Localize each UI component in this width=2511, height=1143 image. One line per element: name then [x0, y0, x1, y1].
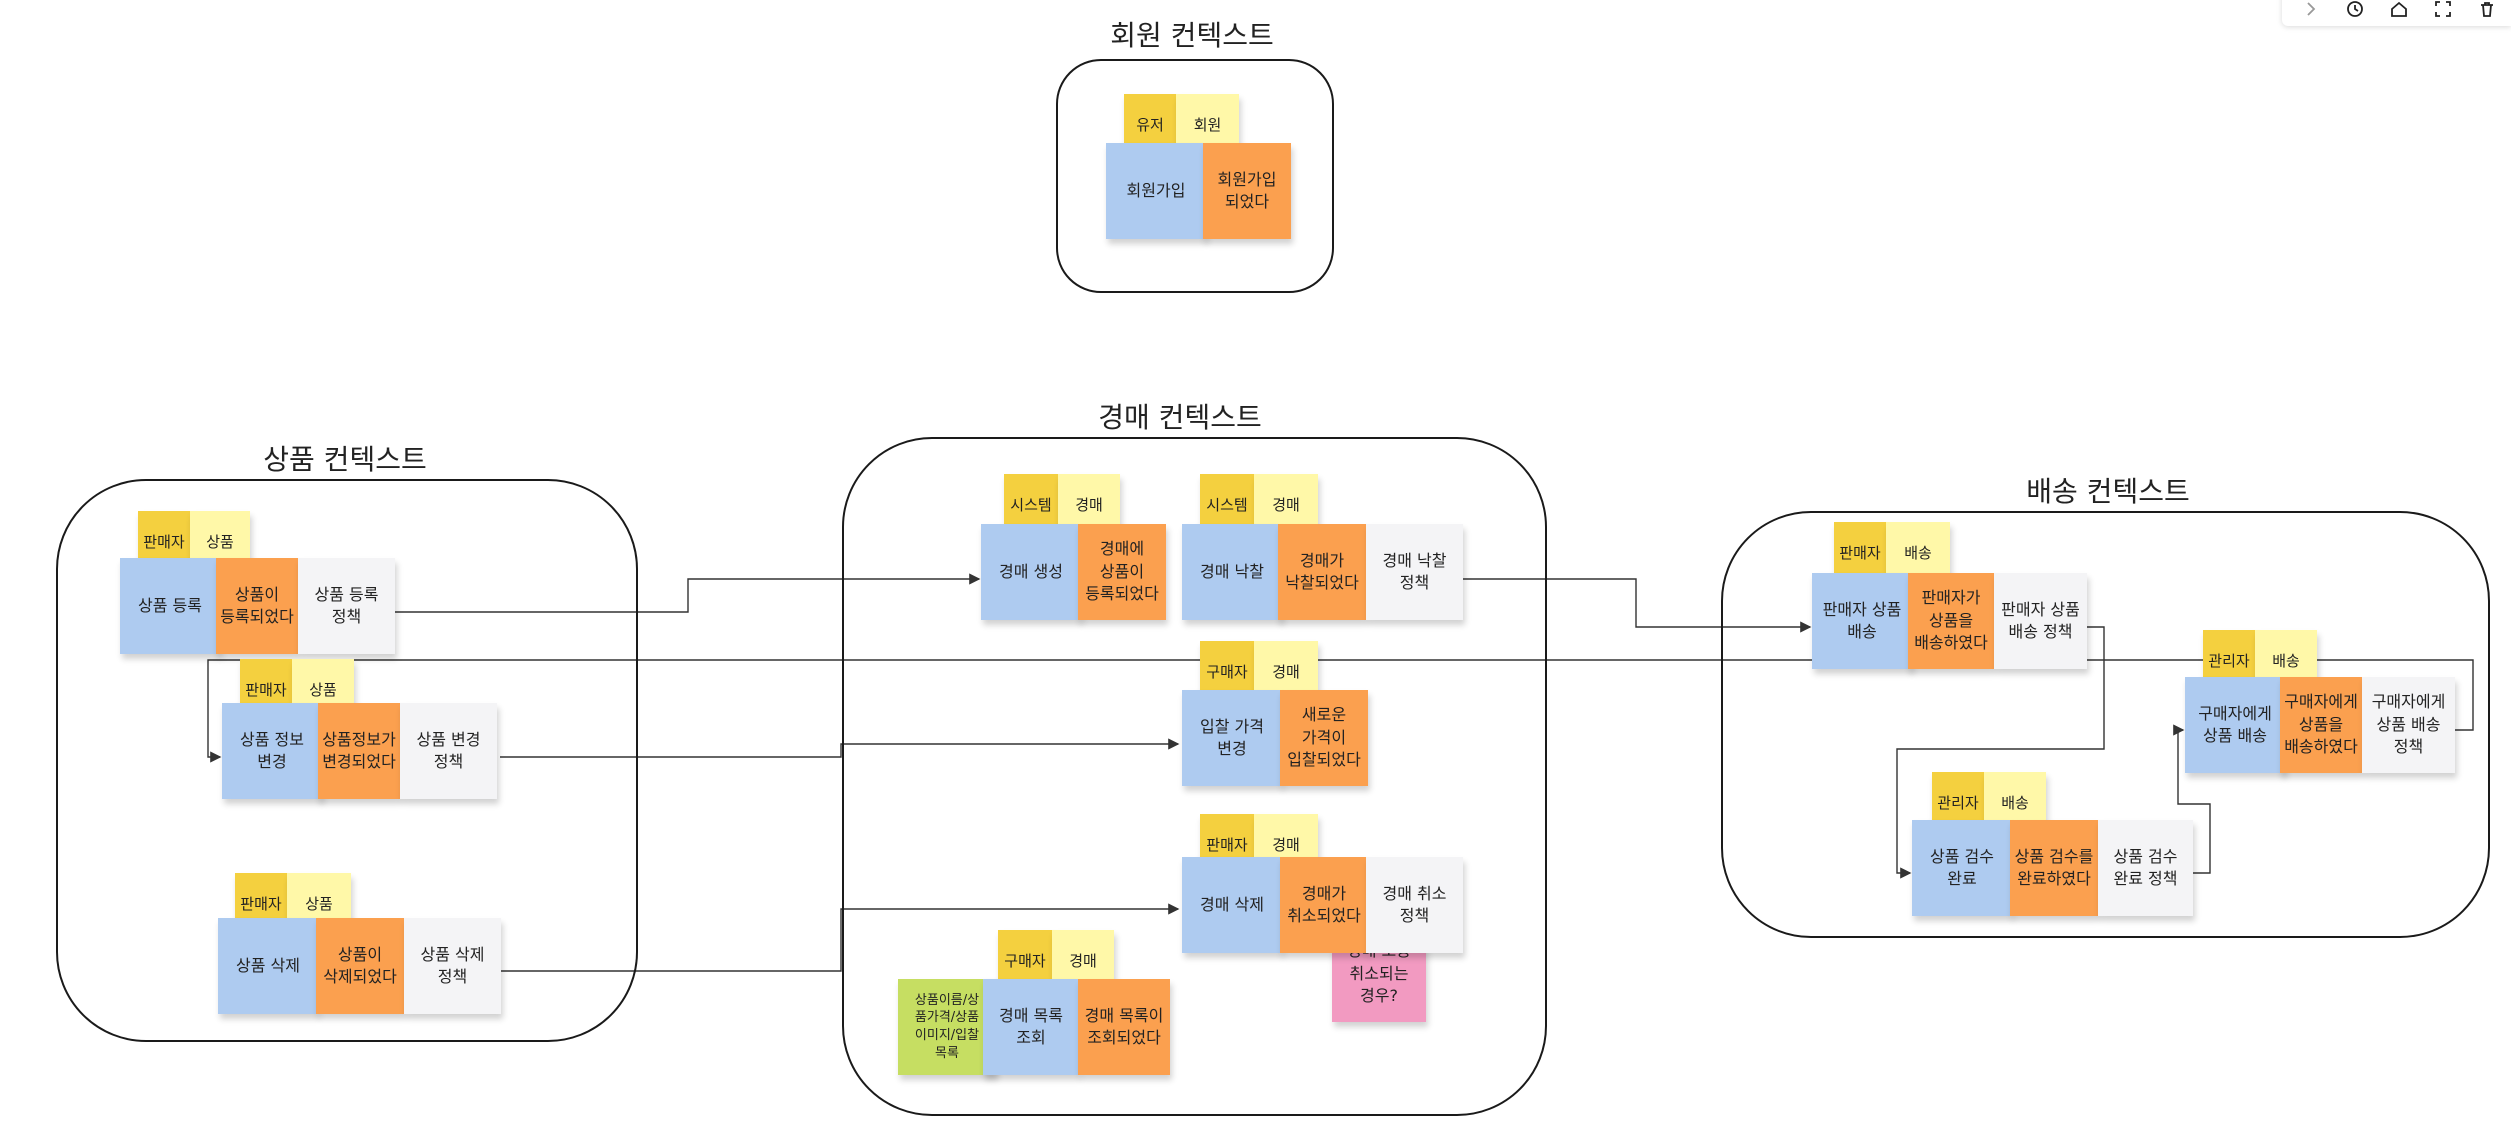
connector-win-to-sellership	[1463, 578, 1812, 633]
auction-cancel-command-note[interactable]: 경매 삭제	[1182, 857, 1282, 953]
delivery-inspect-policy-note[interactable]: 상품 검수 완료 정책	[2098, 820, 2193, 916]
delivery-buyership-command-note[interactable]: 구매자에게 상품 배송	[2185, 677, 2285, 773]
product-register-policy-note[interactable]: 상품 등록 정책	[298, 558, 395, 654]
fullscreen-icon[interactable]	[2434, 0, 2452, 18]
delivery-buyership-policy-note[interactable]: 구매자에게 상품 배송 정책	[2362, 677, 2455, 773]
delivery-inspect-event-note[interactable]: 상품 검수를 완료하였다	[2010, 820, 2098, 916]
product-register-event-note[interactable]: 상품이 등록되었다	[216, 558, 298, 654]
product-update-policy-note[interactable]: 상품 변경 정책	[400, 703, 497, 799]
product-delete-event-note[interactable]: 상품이 삭제되었다	[316, 918, 404, 1014]
member-command-note[interactable]: 회원가입	[1106, 143, 1206, 239]
product-register-command-note[interactable]: 상품 등록	[120, 558, 220, 654]
delivery-sellership-event-note[interactable]: 판매자가 상품을 배송하였다	[1908, 573, 1994, 669]
member-context-title: 회원 컨텍스트	[1110, 19, 1274, 52]
product-update-command-note[interactable]: 상품 정보 변경	[222, 703, 322, 799]
delivery-buyership-event-note[interactable]: 구매자에게 상품을 배송하였다	[2280, 677, 2362, 773]
product-context-title: 상품 컨텍스트	[263, 443, 427, 476]
auction-list-readmodel-note[interactable]: 상품이름/상 품가격/상품 이미지/입찰 목록	[898, 979, 996, 1075]
auction-context-boundary	[842, 437, 1547, 1116]
auction-win-command-note[interactable]: 경매 낙찰	[1182, 524, 1282, 620]
home-icon[interactable]	[2390, 0, 2408, 18]
connector-register-to-create	[395, 573, 981, 613]
connector-sellership-to-inspect	[1896, 626, 2105, 879]
delivery-context-boundary	[1721, 511, 2490, 938]
delivery-sellership-policy-note[interactable]: 판매자 상품 배송 정책	[1994, 573, 2087, 669]
member-context-boundary	[1056, 59, 1334, 293]
auction-cancel-event-note[interactable]: 경매가 취소되었다	[1280, 857, 1368, 953]
connector-update-to-bid	[500, 738, 1180, 758]
clock-icon[interactable]	[2346, 0, 2364, 18]
delivery-inspect-command-note[interactable]: 상품 검수 완료	[1912, 820, 2012, 916]
auction-bid-event-note[interactable]: 새로운 가격이 입찰되었다	[1280, 690, 1368, 786]
auction-win-policy-note[interactable]: 경매 낙찰 정책	[1366, 524, 1463, 620]
delivery-sellership-command-note[interactable]: 판매자 상품 배송	[1812, 573, 1912, 669]
auction-win-event-note[interactable]: 경매가 낙찰되었다	[1278, 524, 1366, 620]
product-delete-command-note[interactable]: 상품 삭제	[218, 918, 318, 1014]
connector-inspect-to-buyership	[2173, 724, 2211, 874]
product-context-boundary	[56, 479, 638, 1042]
auction-context-title: 경매 컨텍스트	[1098, 401, 1262, 434]
auction-create-event-note[interactable]: 경매에 상품이 등록되었다	[1078, 524, 1166, 620]
product-delete-policy-note[interactable]: 상품 삭제 정책	[404, 918, 501, 1014]
auction-cancel-policy-note[interactable]: 경매 취소 정책	[1366, 857, 1463, 953]
board-toolbar	[2282, 0, 2511, 26]
chevron-right-icon[interactable]	[2302, 0, 2320, 18]
member-event-note[interactable]: 회원가입 되었다	[1203, 143, 1291, 239]
auction-list-event-note[interactable]: 경매 목록이 조회되었다	[1078, 979, 1170, 1075]
product-update-event-note[interactable]: 상품정보가 변경되었다	[318, 703, 400, 799]
delivery-context-title: 배송 컨텍스트	[2026, 475, 2190, 508]
auction-create-command-note[interactable]: 경매 생성	[981, 524, 1081, 620]
auction-bid-command-note[interactable]: 입찰 가격 변경	[1182, 690, 1282, 786]
trash-icon[interactable]	[2478, 0, 2496, 18]
connector-buyership-to-update	[207, 659, 2474, 763]
auction-list-command-note[interactable]: 경매 목록 조회	[983, 979, 1079, 1075]
